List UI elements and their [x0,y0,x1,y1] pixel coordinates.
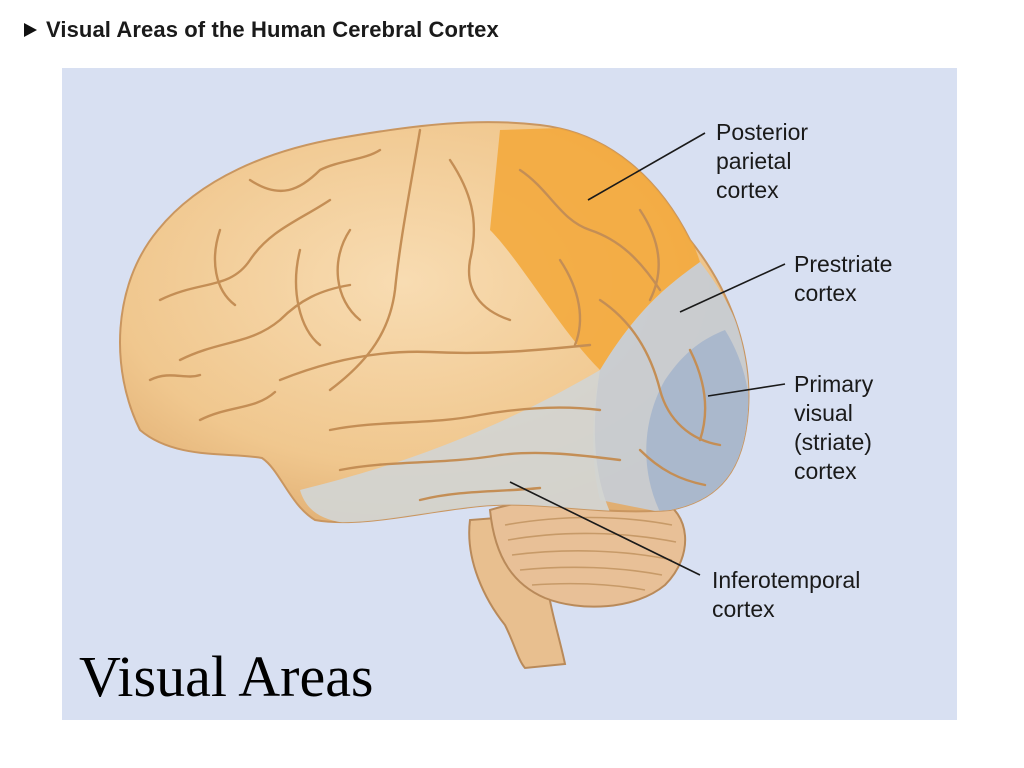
leader-line-primary-visual [707,383,786,397]
cortex-sulci [148,128,722,502]
triangle-right-icon [24,23,37,37]
slide-title: Visual Areas [79,644,374,709]
label-inferotemporal-cortex: Inferotemporal cortex [712,567,861,622]
primary-visual-region [646,330,749,512]
leader-line-inferotemporal [509,481,701,576]
figure-heading-text: Visual Areas of the Human Cerebral Corte… [46,17,499,42]
leader-line-prestriate [679,263,786,313]
label-primary-visual-cortex: Primary visual (striate) cortex [794,371,874,484]
leader-line-posterior-parietal [587,132,706,201]
figure-heading: Visual Areas of the Human Cerebral Corte… [24,14,499,46]
cerebellum-folia [504,516,677,591]
label-posterior-parietal-cortex: Posterior parietal cortex [716,119,809,203]
label-prestriate-cortex: Prestriate cortex [794,251,893,306]
leader-lines [509,132,786,576]
